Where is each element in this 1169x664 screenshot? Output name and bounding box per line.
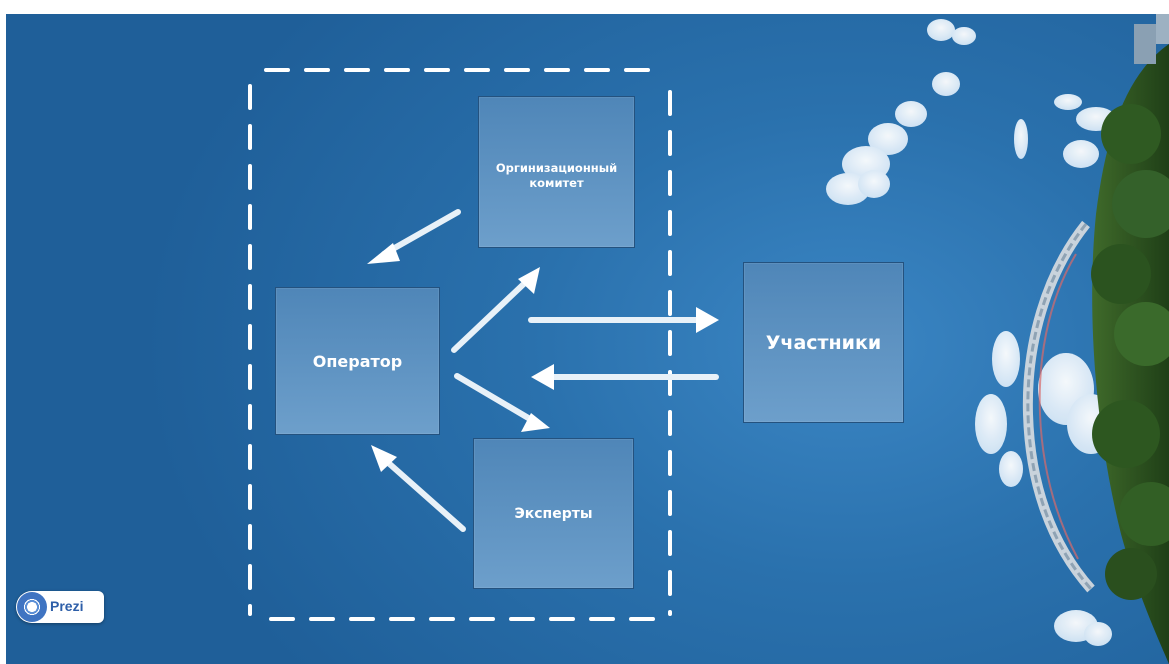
node-experts-label: Эксперты xyxy=(514,505,593,522)
node-participants[interactable]: Участники xyxy=(743,262,904,423)
arrow-operator-to-experts xyxy=(454,373,550,432)
arrow-participants-to-operator xyxy=(531,364,719,390)
node-org-committee-label: Оргинизационный комитет xyxy=(495,161,618,190)
prezi-logo-icon xyxy=(17,592,47,622)
arrows xyxy=(367,209,719,532)
node-operator-label: Оператор xyxy=(312,351,403,371)
prezi-logo-button[interactable]: Prezi xyxy=(16,591,104,623)
node-experts[interactable]: Эксперты xyxy=(473,438,634,589)
node-operator[interactable]: Оператор xyxy=(275,287,440,435)
arrow-experts-to-operator xyxy=(371,445,466,532)
prezi-canvas[interactable]: Оргинизационный комитет Оператор Эксперт… xyxy=(6,14,1169,664)
diagram-overlay xyxy=(248,14,1169,664)
dashed-group-boundary xyxy=(248,68,673,621)
arrow-operator-to-participants xyxy=(528,307,719,333)
arrow-operator-to-org xyxy=(451,267,540,353)
tree-planet xyxy=(1022,14,1169,664)
node-org-committee[interactable]: Оргинизационный комитет xyxy=(478,96,635,248)
prezi-logo-text: Prezi xyxy=(50,598,84,614)
clouds xyxy=(826,19,1116,646)
node-participants-label: Участники xyxy=(765,331,882,354)
arrow-org-to-operator xyxy=(367,209,461,264)
